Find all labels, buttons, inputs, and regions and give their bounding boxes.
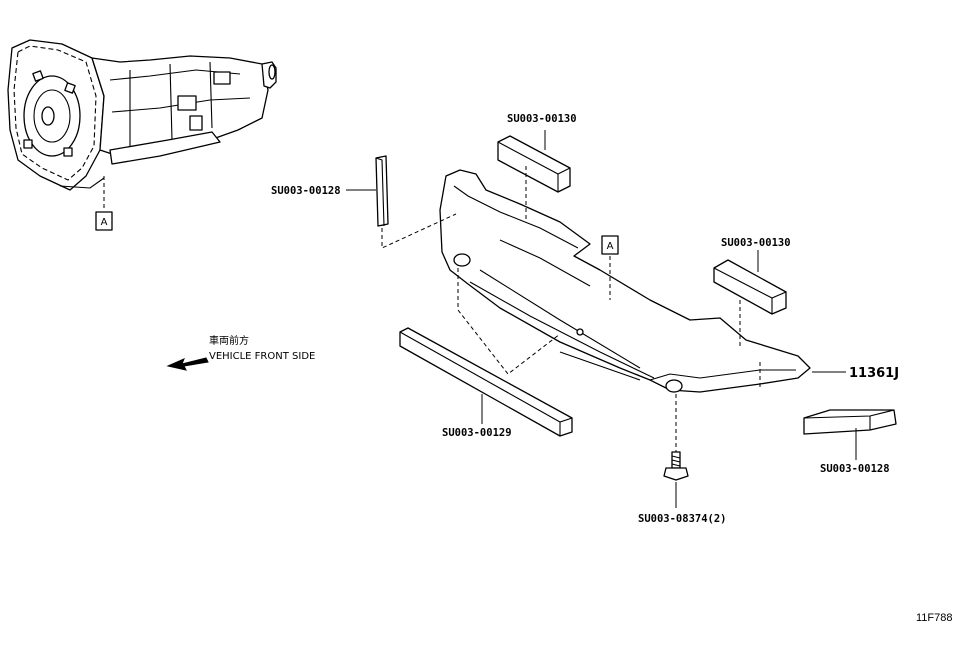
label-main-part: 11361J [849,366,899,381]
label-pad-top-left: SU003-00130 [507,113,577,125]
pad-top-right [713,259,787,315]
ref-letter-transmission: A [101,217,108,228]
figure-code: 11F788 [916,612,953,624]
pad-top-left [497,135,571,193]
label-pad-top-right: SU003-00130 [721,237,791,249]
label-strip-left: SU003-00128 [271,185,341,197]
front-arrow-icon [166,357,209,371]
ref-box-transmission [95,211,113,231]
strip-bottom-guide [457,268,561,375]
strip-left [375,155,389,227]
direction-label-japanese: 車両前方 [209,334,249,347]
ref-box-cover [601,235,619,255]
transmission-icon [7,39,277,191]
label-strip-right: SU003-00128 [820,463,890,475]
strip-bottom [399,327,573,437]
bolt-icon [663,451,689,481]
label-strip-bottom: SU003-00129 [442,427,512,439]
direction-label-english: VEHICLE FRONT SIDE [209,351,315,362]
ref-letter-cover: A [607,241,614,252]
strip-right [803,409,897,435]
cover-part [439,169,811,393]
label-bolt: SU003-08374(2) [638,513,727,525]
